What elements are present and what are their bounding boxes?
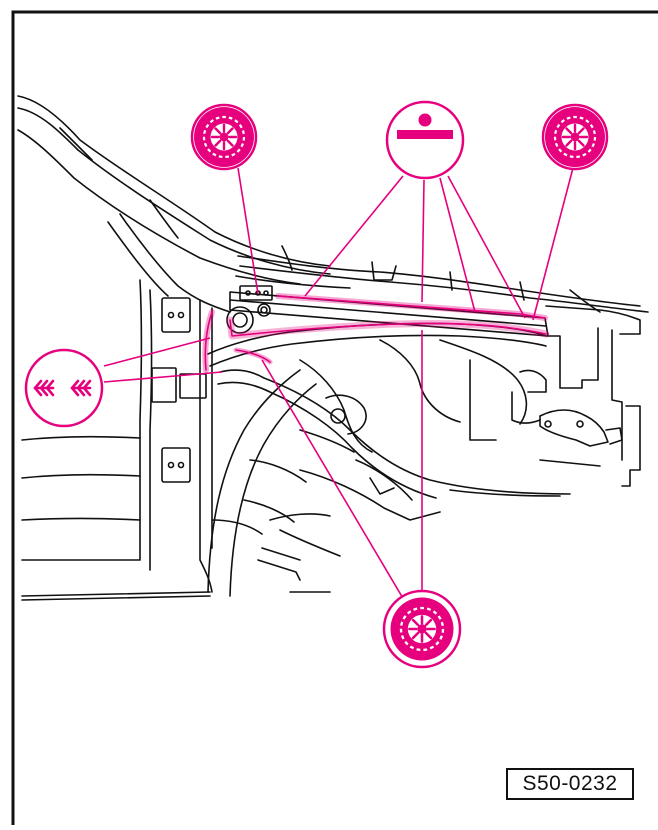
mig-weld-icon (33, 379, 92, 397)
callout-mig-brazing-left (24, 348, 104, 428)
joint-seam-icon (397, 113, 453, 139)
callout-seam-upper-center (385, 100, 465, 180)
callout-spot-weld-upper-left (190, 103, 258, 171)
callout-spot-weld-bottom (382, 589, 462, 669)
leader-line (261, 359, 405, 601)
figure-reference-label: S50-0232 (506, 768, 634, 800)
spot-weld-icon (389, 596, 455, 662)
spot-weld-icon (192, 105, 256, 169)
leader-line (103, 371, 223, 383)
callout-spot-weld-upper-right (541, 103, 609, 171)
leader-line (532, 167, 574, 321)
leader-line (447, 175, 526, 319)
car-body-linework (17, 95, 649, 601)
leader-line (421, 179, 425, 303)
spot-weld-icon (543, 105, 607, 169)
leader-line (103, 337, 211, 367)
leader-line (237, 167, 259, 295)
leader-lines (103, 167, 574, 601)
weld-seam-highlights (202, 293, 550, 373)
leader-line (304, 175, 404, 297)
leader-line (439, 177, 476, 313)
page-frame (11, 10, 658, 825)
